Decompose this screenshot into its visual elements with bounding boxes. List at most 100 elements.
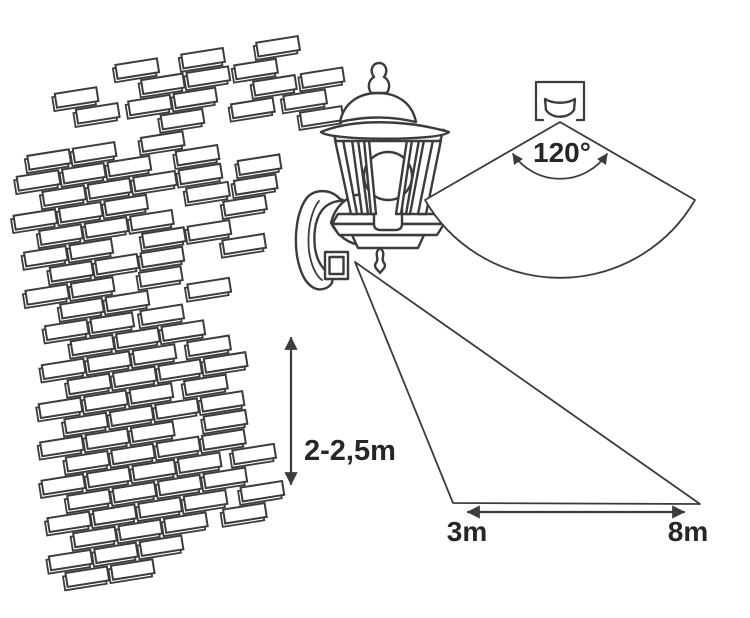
brick bbox=[85, 465, 132, 489]
brick bbox=[83, 216, 130, 239]
brick bbox=[43, 318, 90, 342]
brick bbox=[185, 65, 232, 88]
brick bbox=[232, 173, 279, 196]
brick bbox=[132, 169, 179, 193]
brick bbox=[202, 408, 249, 432]
brick bbox=[64, 565, 111, 589]
brick bbox=[139, 245, 186, 269]
brick bbox=[91, 503, 138, 526]
brick bbox=[155, 435, 202, 459]
brick bbox=[128, 382, 175, 405]
brick bbox=[26, 148, 73, 171]
brick bbox=[108, 404, 155, 428]
brick bbox=[186, 276, 233, 300]
brick bbox=[86, 177, 133, 200]
range-triangle bbox=[354, 261, 701, 505]
brick bbox=[106, 154, 153, 178]
height-label: 2-2,5m bbox=[304, 435, 396, 467]
brick bbox=[131, 458, 178, 482]
angle-arc bbox=[512, 153, 608, 180]
brick bbox=[110, 442, 157, 466]
brick bbox=[74, 101, 121, 125]
brick bbox=[103, 193, 150, 217]
brick-wall-illustration bbox=[9, 34, 346, 592]
lantern-motion-sensor bbox=[323, 250, 350, 281]
brick bbox=[40, 472, 87, 496]
brick bbox=[114, 326, 161, 350]
brick bbox=[157, 358, 204, 381]
lantern-drop-finial bbox=[373, 246, 387, 275]
brick bbox=[139, 72, 186, 96]
brick bbox=[182, 373, 229, 397]
brick bbox=[180, 46, 227, 70]
brick bbox=[202, 351, 249, 374]
brick bbox=[53, 86, 100, 109]
brick bbox=[82, 389, 129, 412]
brick bbox=[202, 466, 249, 490]
brick bbox=[182, 488, 229, 512]
brick bbox=[46, 510, 93, 534]
brick bbox=[231, 442, 278, 466]
brick bbox=[40, 357, 87, 381]
brick bbox=[63, 411, 110, 435]
brick bbox=[66, 372, 113, 396]
brick bbox=[176, 451, 223, 475]
brick bbox=[24, 283, 71, 306]
lantern-dome bbox=[338, 91, 418, 124]
brick bbox=[156, 473, 203, 497]
brick bbox=[38, 223, 85, 246]
brick bbox=[229, 96, 276, 120]
lantern-finial bbox=[367, 61, 391, 95]
brick bbox=[131, 343, 178, 366]
brick bbox=[89, 311, 136, 334]
brick bbox=[84, 427, 131, 451]
brick bbox=[22, 244, 69, 268]
brick bbox=[282, 88, 329, 112]
brick bbox=[221, 232, 268, 256]
brick bbox=[15, 169, 62, 192]
brick bbox=[66, 488, 113, 511]
lantern-bracket bbox=[294, 189, 347, 291]
lantern-bracket-inner-line bbox=[307, 200, 323, 281]
brick bbox=[68, 237, 115, 261]
brick bbox=[138, 534, 185, 558]
brick bbox=[186, 334, 233, 358]
brick bbox=[221, 501, 268, 525]
brick bbox=[154, 397, 201, 420]
brick bbox=[41, 184, 88, 207]
brick bbox=[47, 548, 94, 572]
brick bbox=[38, 434, 85, 458]
brick bbox=[233, 57, 280, 81]
mounting-height-annotation: 2-2,5m bbox=[284, 336, 396, 486]
lantern-plinth bbox=[350, 233, 426, 250]
lantern-roof-brim bbox=[319, 121, 451, 140]
brick bbox=[117, 518, 164, 542]
brick bbox=[200, 428, 247, 451]
wall-lantern-illustration bbox=[294, 61, 451, 291]
brick bbox=[37, 396, 84, 420]
sensor-top-view-icon bbox=[534, 80, 586, 122]
brick bbox=[222, 194, 269, 217]
brick bbox=[299, 66, 346, 90]
brick bbox=[162, 511, 209, 534]
brick bbox=[127, 93, 173, 117]
brick bbox=[139, 130, 186, 153]
brick bbox=[255, 34, 302, 58]
bulb-neck bbox=[372, 194, 404, 232]
brick bbox=[236, 153, 283, 176]
brick bbox=[174, 143, 221, 167]
brick bbox=[114, 57, 161, 80]
brick bbox=[48, 260, 95, 283]
detection-angle-diagram: 120° bbox=[424, 80, 696, 279]
brick bbox=[160, 319, 207, 342]
brick bbox=[69, 275, 116, 299]
range-far-label: 8m bbox=[668, 516, 708, 547]
brick bbox=[111, 365, 158, 389]
brick bbox=[129, 420, 176, 443]
detection-fan bbox=[424, 121, 696, 279]
brick bbox=[137, 265, 184, 288]
brick bbox=[69, 333, 116, 357]
brick bbox=[199, 390, 246, 413]
brick bbox=[71, 140, 118, 164]
